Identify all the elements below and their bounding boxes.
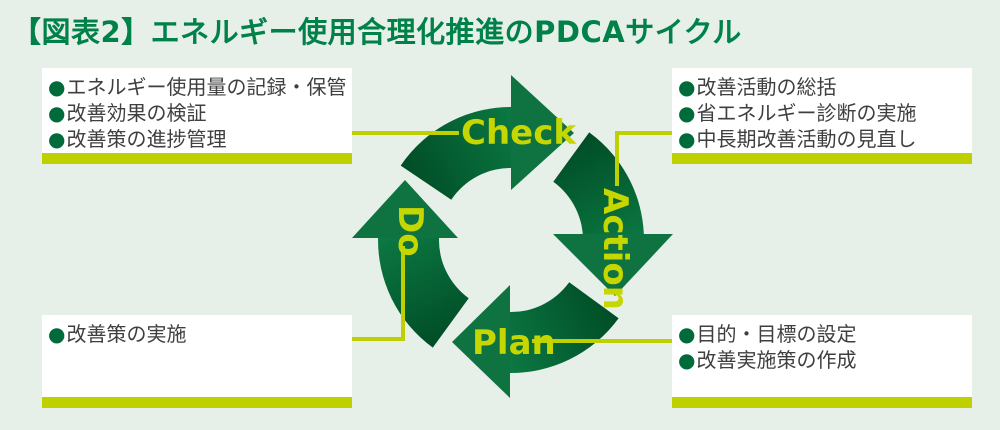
- bullet-icon: ●: [48, 75, 66, 99]
- check-notes-content: ●エネルギー使用量の記録・保管 ●改善効果の検証 ●改善策の進捗管理: [42, 68, 352, 153]
- list-item: ●改善実施策の作成: [678, 347, 968, 373]
- list-item-text: 改善策の進捗管理: [66, 127, 227, 151]
- list-item-text: 目的・目標の設定: [696, 322, 857, 346]
- bullet-icon: ●: [678, 348, 696, 372]
- list-item: ●改善策の進捗管理: [48, 126, 348, 152]
- action-arc-segment: [553, 132, 644, 245]
- list-item-text: エネルギー使用量の記録・保管: [66, 75, 347, 99]
- bullet-icon: ●: [678, 127, 696, 151]
- do-arc-segment: [378, 235, 469, 348]
- cycle-label-plan: Plan: [472, 323, 556, 363]
- cycle-label-action: Action: [595, 188, 635, 310]
- bullet-icon: ●: [678, 101, 696, 125]
- plan-notes-list: ●目的・目標の設定 ●改善実施策の作成: [672, 315, 972, 373]
- list-item: ●省エネルギー診断の実施: [678, 100, 968, 126]
- do-connector-line: [352, 246, 405, 341]
- list-item-text: 改善策の実施: [66, 322, 187, 346]
- do-arrowhead-icon: [352, 180, 458, 238]
- action-arrowhead-icon: [553, 234, 673, 296]
- list-item-text: 中長期改善活動の見直し: [696, 127, 917, 151]
- plan-arc-segment: [506, 282, 619, 373]
- bullet-icon: ●: [48, 127, 66, 151]
- list-item: ●改善効果の検証: [48, 100, 348, 126]
- plan-arrowhead-icon: [452, 285, 510, 398]
- list-item: ●改善策の実施: [48, 321, 348, 347]
- do-notes-list: ●改善策の実施: [42, 315, 352, 347]
- check-notes-list: ●エネルギー使用量の記録・保管 ●改善効果の検証 ●改善策の進捗管理: [42, 68, 352, 152]
- list-item: ●改善活動の総括: [678, 74, 968, 100]
- bullet-icon: ●: [678, 322, 696, 346]
- bullet-icon: ●: [48, 322, 66, 346]
- figure-title: 【図表2】エネルギー使用合理化推進のPDCAサイクル: [12, 15, 742, 49]
- list-item-text: 改善活動の総括: [696, 75, 837, 99]
- lime-accent-bar: [42, 397, 352, 408]
- list-item-text: 省エネルギー診断の実施: [696, 101, 917, 125]
- bullet-icon: ●: [678, 75, 696, 99]
- do-notes-content: ●改善策の実施: [42, 315, 352, 397]
- check-arc-segment: [400, 107, 516, 200]
- plan-notes-content: ●目的・目標の設定 ●改善実施策の作成: [672, 315, 972, 397]
- lime-accent-bar: [672, 153, 972, 164]
- list-item: ●中長期改善活動の見直し: [678, 126, 968, 152]
- action-notes-list: ●改善活動の総括 ●省エネルギー診断の実施 ●中長期改善活動の見直し: [672, 68, 972, 152]
- plan-notes-box: ●目的・目標の設定 ●改善実施策の作成: [672, 315, 972, 408]
- lime-accent-bar: [42, 153, 352, 164]
- cycle-label-do: Do: [390, 205, 430, 257]
- list-item: ●目的・目標の設定: [678, 321, 968, 347]
- cycle-label-check: Check: [461, 113, 576, 153]
- bullet-icon: ●: [48, 101, 66, 125]
- action-notes-box: ●改善活動の総括 ●省エネルギー診断の実施 ●中長期改善活動の見直し: [672, 68, 972, 164]
- check-notes-box: ●エネルギー使用量の記録・保管 ●改善効果の検証 ●改善策の進捗管理: [42, 68, 352, 164]
- list-item: ●エネルギー使用量の記録・保管: [48, 74, 348, 100]
- list-item-text: 改善効果の検証: [66, 101, 207, 125]
- lime-accent-bar: [672, 397, 972, 408]
- do-notes-box: ●改善策の実施: [42, 315, 352, 408]
- action-notes-content: ●改善活動の総括 ●省エネルギー診断の実施 ●中長期改善活動の見直し: [672, 68, 972, 153]
- check-arrowhead-icon: [511, 75, 574, 190]
- list-item-text: 改善実施策の作成: [696, 348, 857, 372]
- action-connector-line: [615, 131, 672, 186]
